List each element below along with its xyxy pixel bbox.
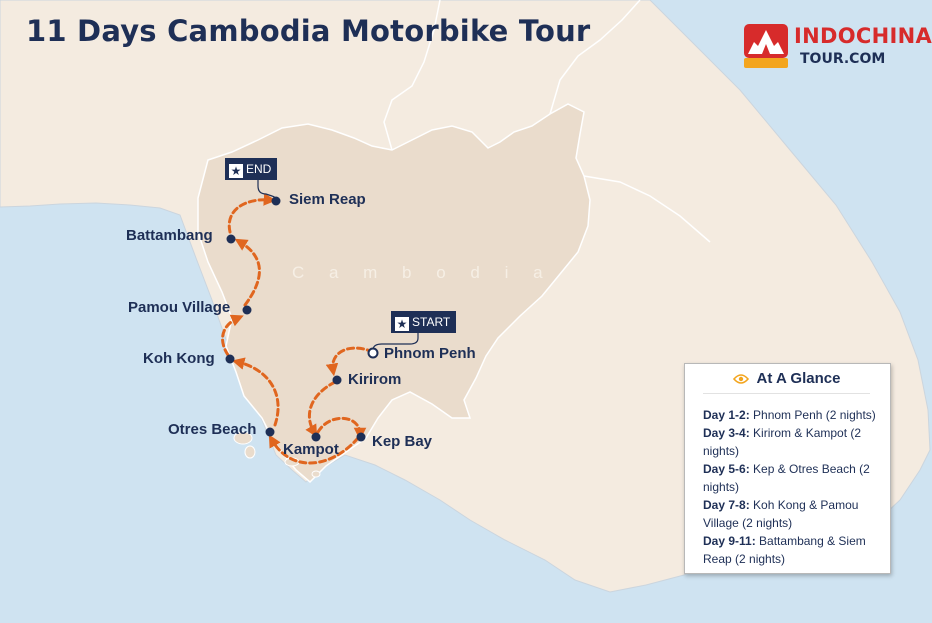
- itinerary-day: Day 3-4:: [703, 426, 750, 440]
- star-icon: ★: [229, 164, 243, 178]
- itinerary-text: Kirirom & Kampot (2 nights): [703, 426, 862, 458]
- city-label-kampot: Kampot: [283, 441, 339, 458]
- route-leg-6: [221, 314, 244, 357]
- dot-battambang: [226, 234, 236, 244]
- end-label: END: [246, 162, 272, 176]
- island-2: [244, 445, 256, 459]
- dot-pamou-village: [242, 305, 252, 315]
- city-label-kirirom: Kirirom: [348, 371, 402, 388]
- island-4: [311, 470, 321, 478]
- city-label-otres-beach: Otres Beach: [168, 421, 257, 438]
- dot-koh-kong: [225, 354, 235, 364]
- page-title: 11 Days Cambodia Motorbike Tour: [26, 14, 591, 48]
- city-label-siem-reap: Siem Reap: [289, 191, 366, 208]
- itinerary-day: Day 5-6:: [703, 462, 750, 476]
- route-leg-7: [234, 238, 261, 307]
- dot-otres-beach: [265, 427, 275, 437]
- itinerary-text: Battambang & Siem Reap (2 nights): [703, 534, 866, 566]
- city-label-battambang: Battambang: [126, 227, 213, 244]
- itinerary-day: Day 7-8:: [703, 498, 750, 512]
- at-a-glance-panel: At A Glance Day 1-2: Phnom Penh (2 night…: [684, 363, 891, 574]
- cambodia-land: [197, 103, 591, 484]
- brand-logo: INDOCHINA TOUR.COM: [744, 24, 932, 70]
- borders: [383, 0, 711, 243]
- route-leg-3: [316, 416, 367, 441]
- city-label-phnom-penh: Phnom Penh: [384, 345, 476, 362]
- country-label: C a m b o d i a: [292, 263, 553, 282]
- dot-kep-bay: [356, 432, 366, 442]
- marker-leaders: [257, 180, 419, 350]
- dot-kampot: [311, 432, 321, 442]
- route-leg-1: [325, 346, 375, 377]
- itinerary-item: Day 1-2: Phnom Penh (2 nights): [703, 406, 876, 424]
- itinerary-text: Koh Kong & Pamou Village (2 nights): [703, 498, 859, 530]
- island-1: [233, 431, 253, 445]
- itinerary-item: Day 9-11: Battambang & Siem Reap (2 nigh…: [703, 532, 876, 568]
- itinerary-item: Day 3-4: Kirirom & Kampot (2 nights): [703, 424, 876, 460]
- start-label: START: [412, 315, 451, 329]
- tour-route: [221, 193, 375, 465]
- itinerary-text: Kep & Otres Beach (2 nights): [703, 462, 870, 494]
- dot-phnom-penh: [367, 347, 379, 359]
- temple-logo-icon: [744, 24, 788, 68]
- start-marker: ★START: [391, 311, 457, 333]
- eye-icon: [732, 373, 749, 384]
- itinerary-item: Day 7-8: Koh Kong & Pamou Village (2 nig…: [703, 496, 876, 532]
- itinerary-list: Day 1-2: Phnom Penh (2 nights) Day 3-4: …: [703, 406, 876, 568]
- city-label-koh-kong: Koh Kong: [143, 350, 215, 367]
- route-leg-2: [305, 380, 337, 438]
- star-icon: ★: [395, 317, 409, 331]
- city-label-pamou-village: Pamou Village: [128, 299, 231, 316]
- route-leg-5: [231, 357, 280, 427]
- end-marker: ★END: [225, 158, 278, 180]
- logo-text-indochina: INDOCHINA: [794, 24, 932, 48]
- panel-header: At A Glance: [703, 370, 870, 394]
- route-leg-8: [227, 193, 277, 234]
- itinerary-item: Day 5-6: Kep & Otres Beach (2 nights): [703, 460, 876, 496]
- route-leg-4: [268, 434, 360, 465]
- dot-kirirom: [332, 375, 342, 385]
- panel-title: At A Glance: [756, 370, 841, 387]
- itinerary-text: Phnom Penh (2 nights): [753, 408, 876, 422]
- itinerary-day: Day 9-11:: [703, 534, 756, 548]
- itinerary-day: Day 1-2:: [703, 408, 750, 422]
- city-label-kep-bay: Kep Bay: [372, 433, 433, 450]
- logo-text-tour-com: TOUR.COM: [800, 51, 886, 67]
